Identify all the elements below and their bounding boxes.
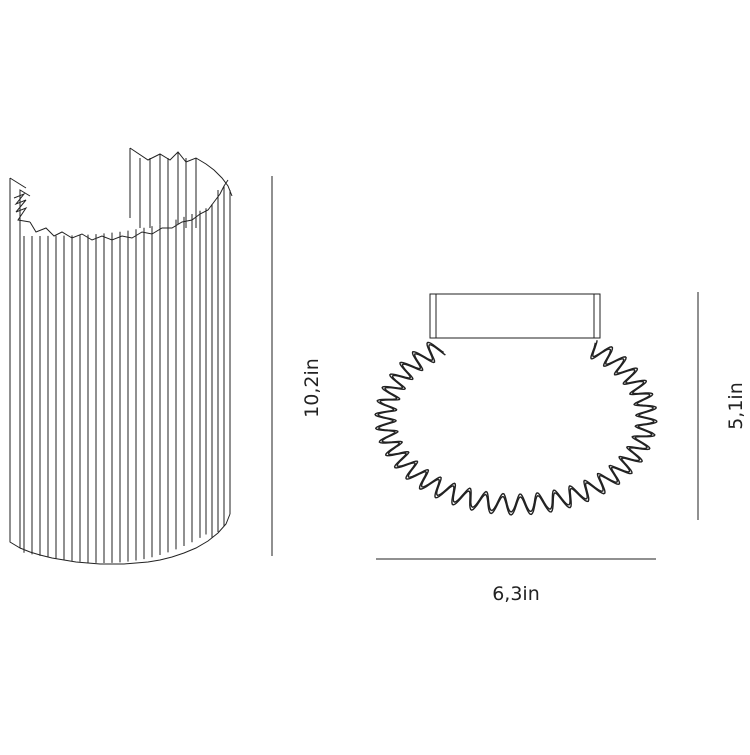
- height-label: 10,2in: [301, 358, 323, 418]
- top-view-shade: [374, 293, 658, 516]
- bottom-rim: [19, 513, 231, 565]
- front-view-shade: [9, 147, 233, 565]
- pleated-oval-outline: [374, 340, 658, 516]
- front-top-rim: [29, 179, 229, 241]
- mounting-plate: [429, 293, 601, 339]
- pleat-lines: [23, 158, 207, 563]
- left-bracket: [9, 178, 31, 549]
- depth-label: 5,1in: [725, 382, 747, 430]
- top-back-rim: [129, 147, 233, 197]
- width-label: 6,3in: [492, 583, 540, 605]
